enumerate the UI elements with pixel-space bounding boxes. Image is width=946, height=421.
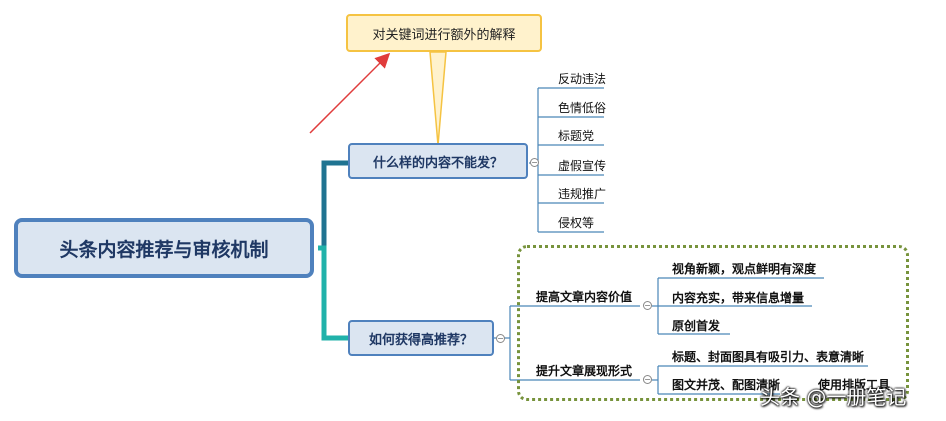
collapse-toggle-icon[interactable]: − xyxy=(496,334,505,343)
subtopic-presentation[interactable]: 提升文章展现形式 xyxy=(536,364,633,378)
callout-pointer xyxy=(429,51,447,146)
link-branch2 xyxy=(318,245,348,341)
boundary-frame xyxy=(517,245,909,401)
leaf-topic[interactable]: 标题、封面图具有吸引力、表意清晰 xyxy=(672,350,865,364)
watermark: 头条 @一册笔记 xyxy=(760,385,907,409)
collapse-toggle-icon[interactable]: − xyxy=(530,158,539,167)
callout-note[interactable]: 对关键词进行额外的解释 xyxy=(346,14,542,52)
leaf-topic[interactable]: 反动违法 xyxy=(558,72,607,86)
collapse-toggle-icon[interactable]: − xyxy=(643,301,652,310)
subtopic-content-value[interactable]: 提高文章内容价值 xyxy=(536,290,633,304)
main-topic-high-recommendation[interactable]: 如何获得高推荐？ xyxy=(348,320,494,356)
leaf-topic[interactable]: 内容充实，带来信息增量 xyxy=(672,291,805,305)
leaf-topic[interactable]: 视角新颖，观点鲜明有深度 xyxy=(672,262,817,276)
leaf-topic[interactable]: 图文并茂、配图清晰 xyxy=(672,378,781,392)
leaf-topic[interactable]: 标题党 xyxy=(558,129,595,143)
leaf-topic[interactable]: 使用排版工具 xyxy=(818,378,891,392)
leaf-topic[interactable]: 侵权等 xyxy=(558,216,595,230)
leaf-topic[interactable]: 原创首发 xyxy=(672,319,721,333)
link-branch1 xyxy=(318,160,348,251)
main-topic-forbidden-content[interactable]: 什么样的内容不能发？ xyxy=(348,143,528,179)
annotation-arrow xyxy=(309,52,391,134)
leaf-topic[interactable]: 违规推广 xyxy=(558,187,607,201)
leaf-topic[interactable]: 色情低俗 xyxy=(558,101,607,115)
central-topic[interactable]: 头条内容推荐与审核机制 xyxy=(14,218,314,278)
leaf-topic[interactable]: 虚假宣传 xyxy=(558,159,607,173)
collapse-toggle-icon[interactable]: − xyxy=(643,375,652,384)
